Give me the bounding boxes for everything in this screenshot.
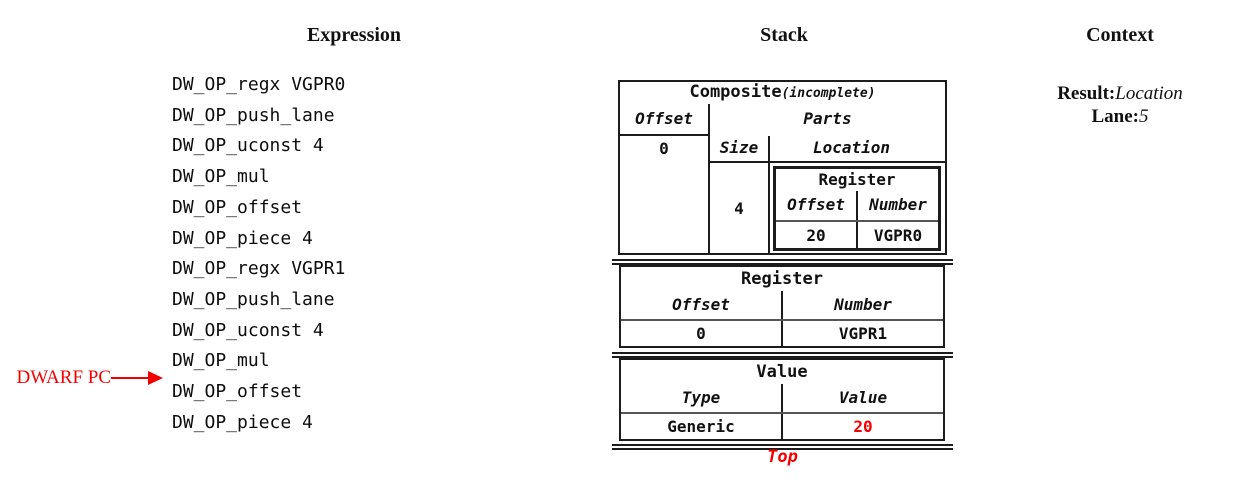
composite-parts-body: Size 4 Location Register Offset Numbe — [710, 136, 945, 253]
stack-top-label: Top — [767, 447, 798, 467]
register-offset-value: 0 — [621, 321, 783, 346]
context-column-title: Context — [1086, 24, 1154, 46]
nested-register-header-row: Offset Number — [776, 191, 938, 222]
expression-op: DW_OP_uconst 4 — [172, 135, 324, 157]
expression-op: DW_OP_push_lane — [172, 104, 335, 126]
stack-separator — [612, 259, 953, 265]
context-lane-line: Lane:5 — [1020, 105, 1220, 128]
stack-separator — [612, 444, 953, 450]
register-header-row: Offset Number — [621, 291, 943, 321]
nested-register-offset-header: Offset — [776, 191, 858, 220]
stack-area: Composite(incomplete) Offset 0 Parts Siz… — [612, 80, 953, 480]
expression-op: DW_OP_push_lane — [172, 289, 335, 311]
composite-offset-column: Offset 0 — [620, 104, 710, 253]
expression-op: DW_OP_regx VGPR1 — [172, 258, 346, 280]
stack-column-title: Stack — [760, 24, 808, 46]
context-result-line: Result:Location — [1020, 82, 1220, 105]
register-number-value: VGPR1 — [838, 324, 888, 343]
register-title: Register — [741, 269, 823, 289]
nested-register-number-header: Number — [869, 195, 927, 214]
composite-body: Offset 0 Parts Size 4 Location — [620, 104, 945, 253]
context-result-label: Result: — [1057, 83, 1116, 104]
value-type-header: Type — [621, 384, 783, 412]
context-lane-label: Lane: — [1091, 106, 1140, 127]
nested-register-offset-value: 20 — [776, 222, 858, 248]
composite-location-header: Location — [770, 136, 945, 163]
composite-parts-column: Parts Size 4 Location Register — [710, 104, 945, 253]
composite-title: Composite(incomplete) — [620, 82, 945, 104]
context-result-value: Location — [1115, 83, 1183, 104]
nested-register-value-row: 20 VGPR0 — [776, 222, 938, 248]
expression-op: DW_OP_offset — [172, 196, 303, 218]
value-header-row: Type Value — [621, 384, 943, 414]
expression-op: DW_OP_regx VGPR0 — [172, 74, 346, 95]
value-value-value: 20 — [853, 417, 873, 436]
value-value-header: Value — [838, 388, 888, 407]
register-value-row: 0 VGPR1 — [621, 321, 943, 346]
composite-offset-header: Offset — [620, 104, 708, 136]
expression-op: DW_OP_piece 4 — [172, 411, 313, 433]
stack-entry-value: Value Type Value Generic 20 — [619, 358, 945, 441]
composite-location-body: Register Offset Number 20 VGPR0 — [770, 163, 945, 253]
composite-location-column: Location Register Offset Number 2 — [770, 136, 945, 253]
value-type-value: Generic — [621, 414, 783, 439]
nested-register-table: Register Offset Number 20 VGPR0 — [773, 166, 941, 251]
composite-title-text: Composite — [689, 82, 782, 102]
expression-op: DW_OP_piece 4 — [172, 227, 313, 249]
stack-entry-composite: Composite(incomplete) Offset 0 Parts Siz… — [618, 80, 947, 255]
composite-size-header: Size — [710, 136, 768, 163]
register-offset-header: Offset — [621, 291, 783, 319]
expression-op: DW_OP_mul — [172, 166, 270, 188]
composite-size-value: 4 — [734, 198, 744, 218]
composite-offset-filler — [620, 163, 708, 253]
dwarf-pc-arrow — [111, 377, 151, 379]
composite-offset-value: 0 — [659, 139, 669, 158]
composite-size-column: Size 4 — [710, 136, 770, 253]
expression-column-title: Expression — [306, 24, 402, 46]
composite-parts-header: Parts — [803, 109, 852, 128]
dwarf-pc-label: DWARF PC — [16, 367, 112, 388]
register-number-header: Number — [834, 295, 892, 314]
composite-incomplete-note: (incomplete) — [781, 86, 876, 101]
stack-separator — [612, 352, 953, 358]
nested-register-number-value: VGPR0 — [873, 225, 923, 245]
expression-op: DW_OP_uconst 4 — [172, 319, 324, 341]
value-title: Value — [756, 362, 808, 382]
stack-entry-register: Register Offset Number 0 VGPR1 — [619, 265, 945, 348]
nested-register-title: Register — [818, 170, 896, 189]
value-value-row: Generic 20 — [621, 414, 943, 439]
expression-op: DW_OP_mul — [172, 350, 270, 372]
context-lane-value: 5 — [1139, 106, 1149, 127]
expression-op: DW_OP_offset — [172, 381, 303, 403]
dwarf-pc-arrowhead-icon — [148, 371, 163, 385]
